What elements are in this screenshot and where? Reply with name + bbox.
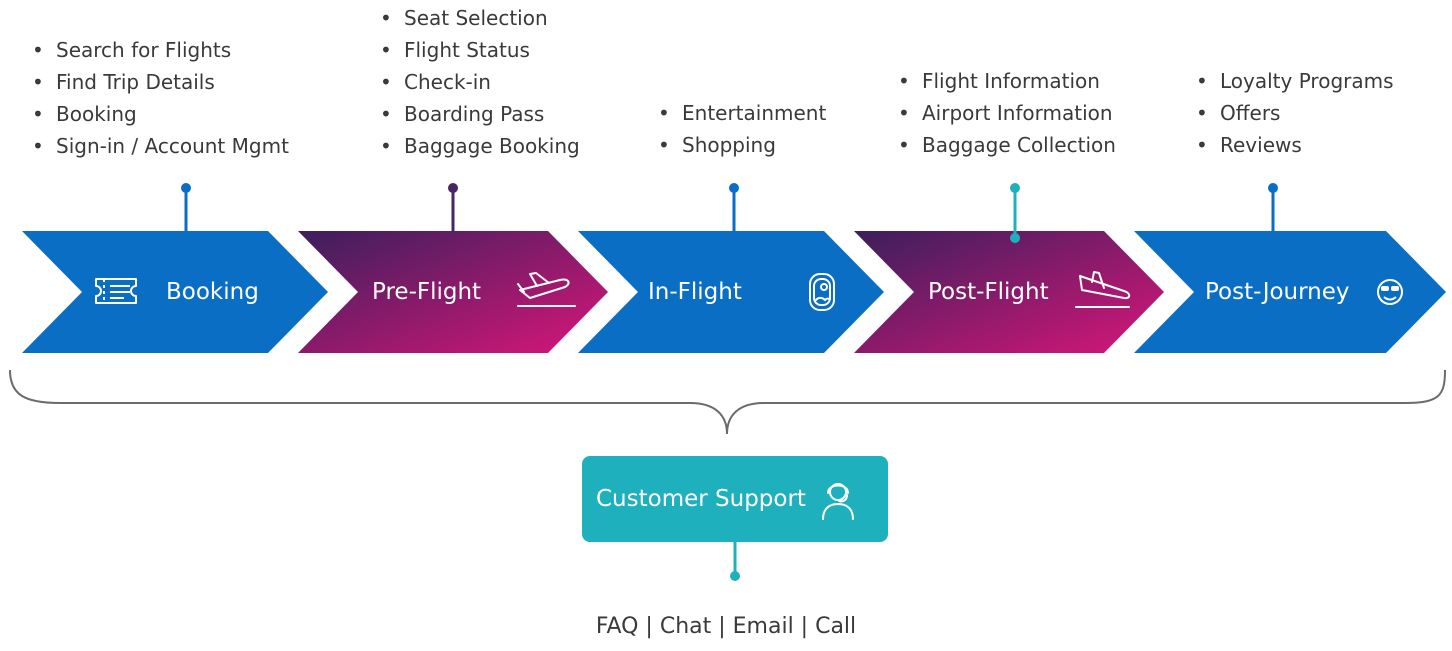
list-item: Offers — [1196, 97, 1394, 129]
stage-post-flight-chevron — [854, 231, 1164, 353]
list-item: Flight Status — [380, 34, 580, 66]
grouping-brace — [9, 369, 1446, 435]
post-journey-feature-list: Loyalty Programs Offers Reviews — [1196, 65, 1394, 161]
list-item: Check-in — [380, 66, 580, 98]
stage-label-post-flight: Post-Flight — [928, 279, 1049, 305]
list-item: Booking — [32, 98, 289, 130]
connector-post-flight — [1010, 183, 1020, 243]
stage-label-booking: Booking — [166, 279, 259, 305]
connector-in-flight — [729, 183, 739, 232]
connector-booking — [181, 183, 191, 232]
support-channels: FAQ | Chat | Email | Call — [595, 614, 857, 639]
smiley-sunglasses-icon — [1377, 279, 1403, 305]
list-item: Find Trip Details — [32, 66, 289, 98]
customer-support-box[interactable]: Customer Support — [582, 456, 888, 542]
list-item: Sign-in / Account Mgmt — [32, 130, 289, 162]
list-item: Airport Information — [898, 97, 1116, 129]
list-item: Search for Flights — [32, 34, 289, 66]
list-item: Shopping — [658, 129, 826, 161]
customer-support-label: Customer Support — [596, 486, 806, 512]
post-flight-feature-list: Flight Information Airport Information B… — [898, 65, 1116, 161]
headset-agent-icon — [821, 483, 854, 520]
stage-label-post-journey: Post-Journey — [1205, 279, 1350, 305]
list-item: Reviews — [1196, 129, 1394, 161]
connector-post-journey — [1268, 183, 1278, 232]
list-item: Flight Information — [898, 65, 1116, 97]
plane-landing-icon — [1075, 271, 1131, 308]
stage-post-journey-chevron — [1134, 231, 1446, 353]
list-item: Entertainment — [658, 97, 826, 129]
stage-label-pre-flight: Pre-Flight — [372, 279, 482, 305]
pre-flight-feature-list: Seat Selection Flight Status Check-in Bo… — [380, 2, 580, 162]
connector-pre-flight — [448, 183, 458, 232]
stage-booking-chevron — [22, 231, 328, 353]
list-item: Baggage Booking — [380, 130, 580, 162]
list-item: Seat Selection — [380, 2, 580, 34]
stage-pre-flight-chevron — [298, 231, 608, 353]
in-flight-feature-list: Entertainment Shopping — [658, 97, 826, 161]
support-connector — [730, 542, 740, 581]
list-item: Baggage Collection — [898, 129, 1116, 161]
stage-label-in-flight: In-Flight — [648, 279, 742, 305]
airplane-window-icon — [809, 273, 835, 311]
stage-in-flight-chevron — [578, 231, 884, 353]
plane-takeoff-icon — [517, 272, 576, 307]
ticket-icon — [95, 278, 137, 304]
booking-feature-list: Search for Flights Find Trip Details Boo… — [32, 34, 289, 162]
list-item: Boarding Pass — [380, 98, 580, 130]
list-item: Loyalty Programs — [1196, 65, 1394, 97]
